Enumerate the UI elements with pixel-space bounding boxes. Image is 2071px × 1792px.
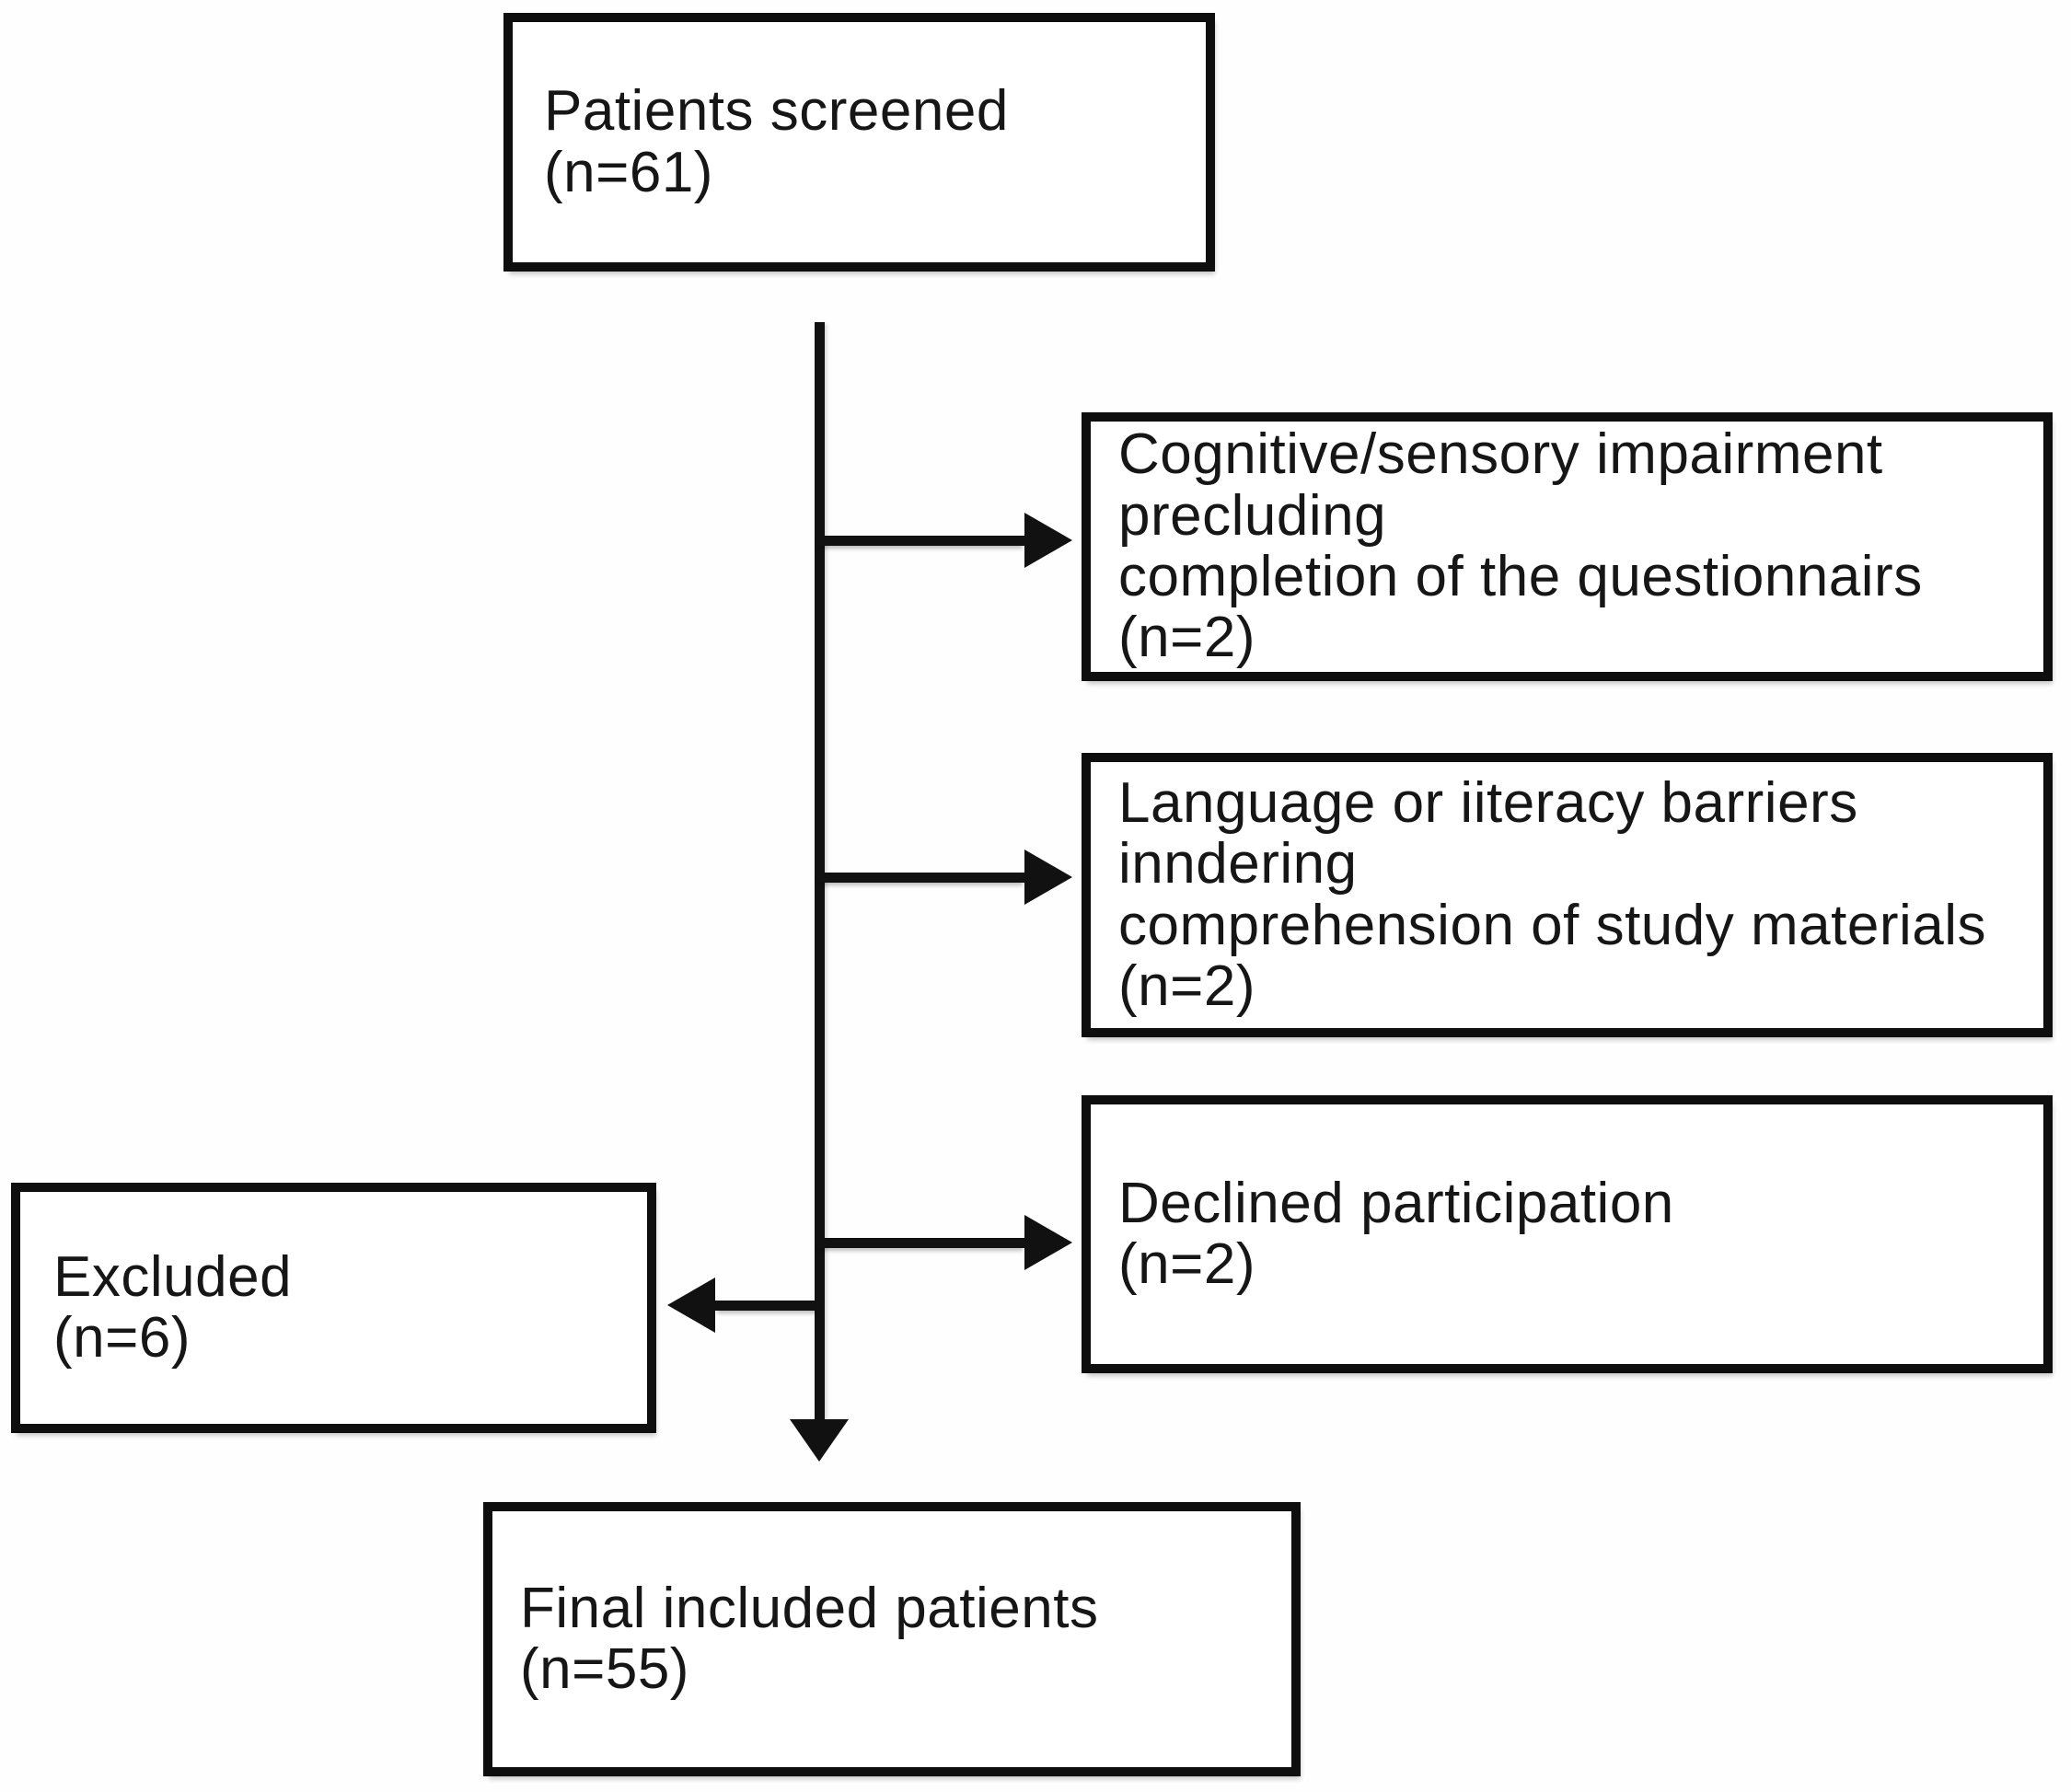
- node-language-barriers-text: Language or iiteracy barriers inndering …: [1118, 770, 1987, 1018]
- right-arrowhead-icon: [1024, 850, 1072, 905]
- node-excluded-text: Excluded (n=6): [53, 1244, 293, 1370]
- connector-to-declined: [819, 1238, 1024, 1248]
- node-language-barriers: Language or iiteracy barriers inndering …: [1082, 753, 2053, 1037]
- node-final-included-text: Final included patients (n=55): [520, 1576, 1099, 1701]
- down-arrowhead-icon: [790, 1419, 849, 1462]
- connector-to-cognitive: [819, 536, 1024, 546]
- connector-to-excluded: [715, 1301, 819, 1311]
- node-cognitive-impairment: Cognitive/sensory impairment precluding …: [1082, 412, 2053, 681]
- node-patients-screened: Patients screened (n=61): [503, 13, 1215, 272]
- node-patients-screened-text: Patients screened (n=61): [544, 79, 1009, 204]
- right-arrowhead-icon: [1024, 1215, 1072, 1270]
- node-final-included: Final included patients (n=55): [483, 1502, 1301, 1776]
- right-arrowhead-icon: [1024, 513, 1072, 568]
- connector-to-language: [819, 873, 1024, 883]
- left-arrowhead-icon: [667, 1278, 715, 1333]
- node-cognitive-impairment-text: Cognitive/sensory impairment precluding …: [1118, 422, 1923, 670]
- node-excluded: Excluded (n=6): [11, 1183, 656, 1433]
- node-declined-participation-text: Declined participation (n=2): [1118, 1171, 1674, 1296]
- node-declined-participation: Declined participation (n=2): [1082, 1095, 2053, 1373]
